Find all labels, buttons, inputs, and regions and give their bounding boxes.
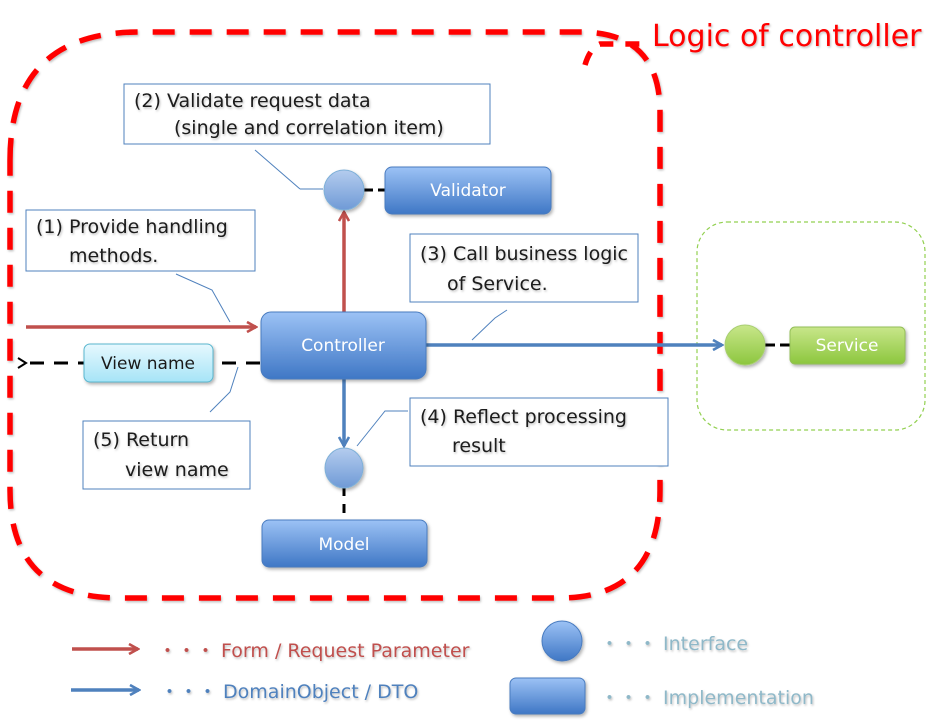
legend: ・・・ Form / Request Parameter ・・・ DomainO… (71, 620, 814, 715)
callout-step4: (4) Reflect processing result (409, 397, 669, 467)
controller-label: Controller (301, 336, 385, 356)
callout-step3-line1: (3) Call business logic (420, 243, 628, 265)
model-interface[interactable] (324, 447, 364, 489)
model-label: Model (318, 535, 369, 555)
callout-step2-leader (254, 149, 301, 190)
service-interface[interactable] (724, 324, 766, 366)
legend-interface-circle (541, 620, 583, 662)
service-node[interactable]: Service (789, 326, 906, 365)
callout-step5-leader (209, 366, 239, 413)
diagram-title: Logic of controller (652, 19, 922, 54)
callout-step2-line1: (2) Validate request data (134, 90, 371, 112)
callout-step5: (5) Return view name (82, 420, 251, 490)
legend-domain-label: ・・・ DomainObject / DTO (160, 681, 418, 703)
service-boundary (696, 221, 926, 431)
callout-step4-line1: (4) Reflect processing (420, 406, 627, 428)
view-name-label: View name (101, 354, 195, 374)
callout-step4-leader (356, 410, 408, 447)
callout-step4-line2: result (452, 435, 506, 457)
callout-step3-line2: of Service. (447, 273, 548, 295)
validator-label: Validator (430, 181, 505, 201)
callout-step1: (1) Provide handling methods. (25, 209, 256, 272)
controller-node[interactable]: Controller (260, 311, 427, 380)
callout-step5-line2: view name (125, 459, 229, 481)
model-node[interactable]: Model (261, 519, 428, 568)
callout-step3-leader (471, 309, 508, 341)
controller-logic-boundary (7, 29, 663, 601)
validator-interface[interactable] (323, 169, 365, 211)
callout-step5-line1: (5) Return (93, 429, 189, 451)
service-label: Service (816, 336, 879, 356)
legend-interface-label: ・・・ Interface (600, 633, 748, 655)
callout-step2-line2: (single and correlation item) (174, 117, 444, 139)
legend-implementation-rect (509, 677, 586, 715)
callout-step3: (3) Call business logic of Service. (409, 233, 639, 303)
legend-request-label: ・・・ Form / Request Parameter (158, 640, 470, 662)
legend-implementation-label: ・・・ Implementation (600, 687, 814, 709)
callout-step2: (2) Validate request data (single and co… (123, 83, 491, 145)
view-name-node[interactable]: View name (83, 343, 214, 383)
callout-step1-line1: (1) Provide handling (36, 216, 228, 238)
callout-step1-leader (175, 273, 231, 323)
title-connector (582, 41, 640, 66)
validator-node[interactable]: Validator (384, 166, 552, 215)
callout-step1-line2: methods. (69, 245, 158, 267)
